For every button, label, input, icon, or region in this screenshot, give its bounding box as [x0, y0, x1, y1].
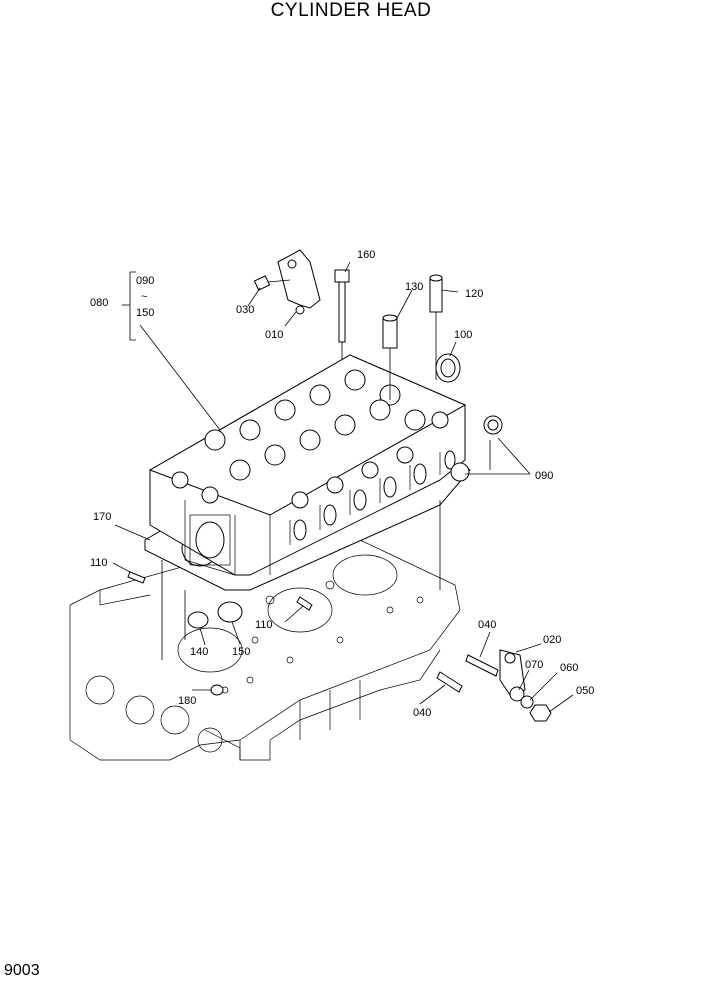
callout-070: 070 — [525, 659, 543, 671]
callout-090-range-start: 090 — [136, 275, 154, 287]
engine-block — [69, 539, 461, 761]
callout-labels: 030 010 160 130 120 100 090 080 090 ~ 15… — [90, 249, 594, 719]
page-title: CYLINDER HEAD — [270, 0, 432, 21]
callout-150-range-end: 150 — [136, 307, 154, 319]
stud-and-plate-set — [127, 571, 552, 722]
callout-180: 180 — [178, 695, 196, 707]
callout-110-center: 110 — [255, 619, 273, 631]
callout-010: 010 — [265, 329, 283, 341]
sleeve-120 — [429, 274, 443, 380]
callout-130: 130 — [405, 281, 423, 293]
callout-080: 080 — [90, 297, 108, 309]
callout-040-upper: 040 — [478, 619, 496, 631]
callout-120: 120 — [465, 288, 483, 300]
callout-100: 100 — [454, 329, 472, 341]
callout-020: 020 — [543, 634, 561, 646]
leader-lines — [112, 261, 574, 713]
callout-050: 050 — [576, 685, 594, 697]
hanger-bracket — [253, 249, 321, 315]
nozzle-holder-130 — [382, 314, 398, 400]
callout-170: 170 — [93, 511, 111, 523]
page-code: 9003 — [4, 962, 40, 979]
head-bolt — [334, 269, 350, 360]
cup-plugs — [435, 353, 503, 482]
callout-090-right: 090 — [535, 470, 553, 482]
callout-040-lower: 040 — [413, 707, 431, 719]
callout-160: 160 — [357, 249, 375, 261]
callout-060: 060 — [560, 662, 578, 674]
callout-range-separator: ~ — [141, 291, 147, 303]
callout-140: 140 — [190, 646, 208, 658]
callout-150: 150 — [232, 646, 250, 658]
callout-110-left: 110 — [90, 557, 108, 569]
cylinder-head-body — [148, 354, 467, 576]
callout-030: 030 — [236, 304, 254, 316]
